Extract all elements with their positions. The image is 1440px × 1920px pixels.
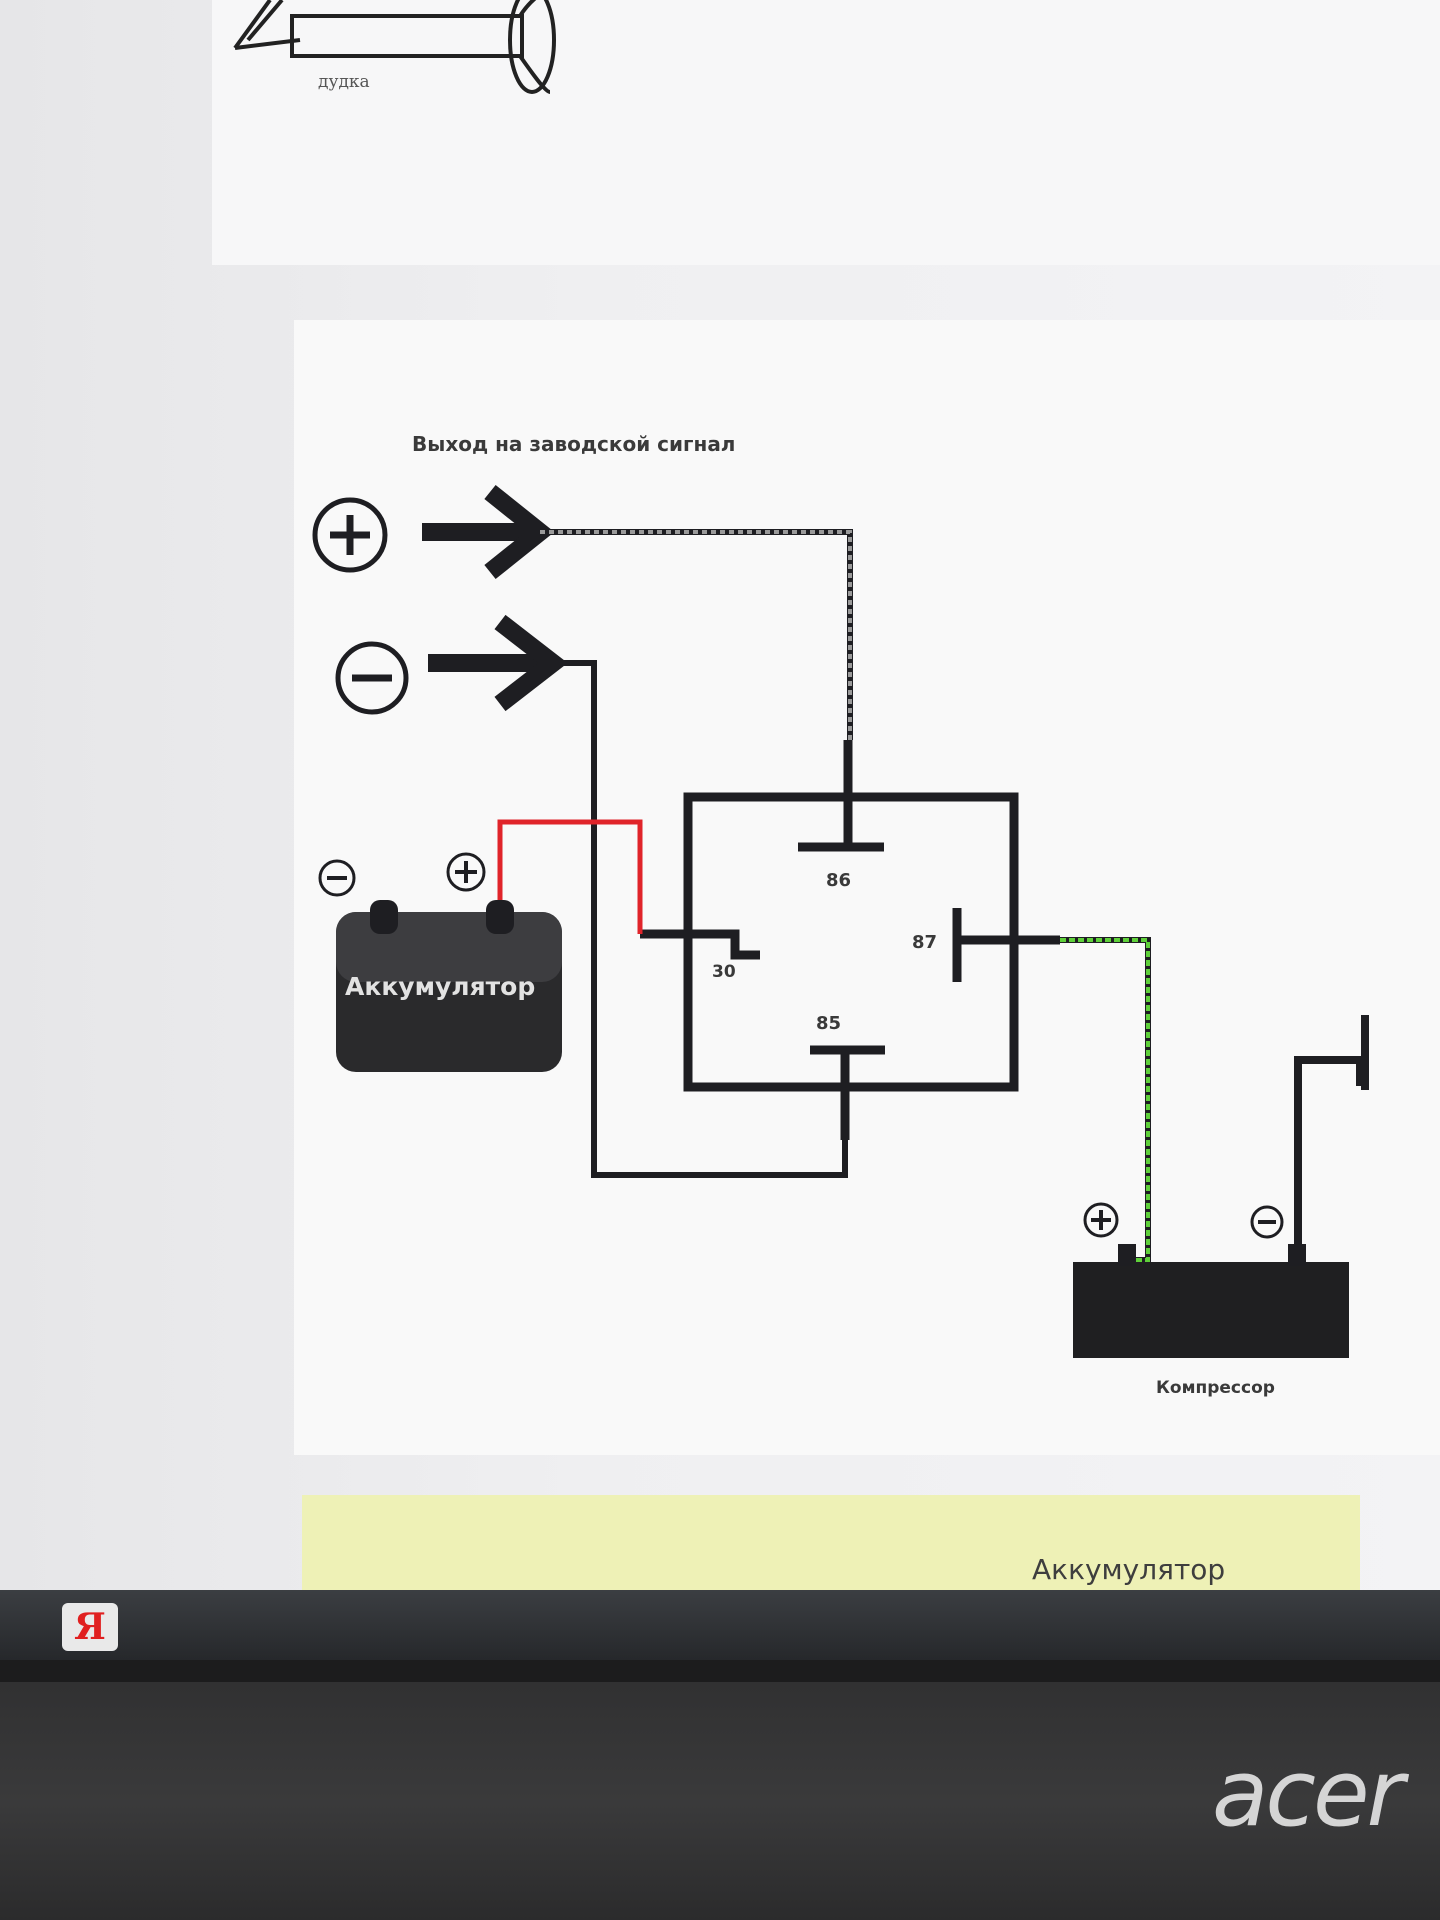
pin-85-label: 85: [816, 1013, 842, 1034]
pin-86-contact: [798, 740, 884, 852]
horn-caption: дудка: [318, 72, 370, 92]
compressor-body: [1073, 1262, 1349, 1358]
plus-circle-icon: [312, 497, 388, 573]
pin-30-contact: [640, 929, 760, 960]
battery-label: Аккумулятор: [345, 972, 536, 1001]
taskbar: [0, 1590, 1440, 1660]
battery-positive-terminal: [486, 900, 514, 934]
compressor-ground-wire: [1294, 1015, 1369, 1262]
minus-circle-icon: [335, 641, 409, 715]
pin-87-contact: [952, 908, 1060, 982]
pin-85-contact: [810, 1045, 885, 1140]
plus-signal-symbol: [312, 497, 388, 573]
horn-card: [212, 0, 1440, 265]
ground-wire: [555, 660, 848, 1178]
pin-86-label: 86: [826, 870, 852, 891]
horn-drawing: [233, 0, 556, 94]
minus-arrow-icon: [428, 614, 568, 712]
yandex-browser-icon[interactable]: Я: [62, 1603, 118, 1651]
pin-87-label: 87: [912, 932, 938, 953]
compressor-plus-icon: [1083, 1202, 1119, 1238]
battery: [336, 900, 562, 1072]
battery-minus-icon: [318, 859, 356, 897]
monitor-bezel-edge: [0, 1660, 1440, 1682]
battery-plus-icon: [446, 852, 486, 892]
plus-arrow-icon: [422, 484, 555, 580]
diagram-canvas: [233, 0, 1369, 1358]
pin-30-label: 30: [712, 962, 736, 982]
battery-info-title: Аккумулятор: [1032, 1553, 1226, 1586]
battery-negative-terminal: [370, 900, 398, 934]
signal-wire: [540, 529, 853, 740]
monitor-brand-logo: acer: [1212, 1740, 1404, 1847]
diagram-title: Выход на заводской сигнал: [412, 432, 736, 456]
compressor-label: Компрессор: [1156, 1378, 1275, 1398]
compressor-positive-wire: [1060, 937, 1151, 1263]
monitor-bezel: [0, 1660, 1440, 1920]
compressor-minus-icon: [1250, 1205, 1284, 1239]
battery-positive-wire: [497, 819, 643, 934]
minus-signal-symbol: [335, 641, 409, 715]
